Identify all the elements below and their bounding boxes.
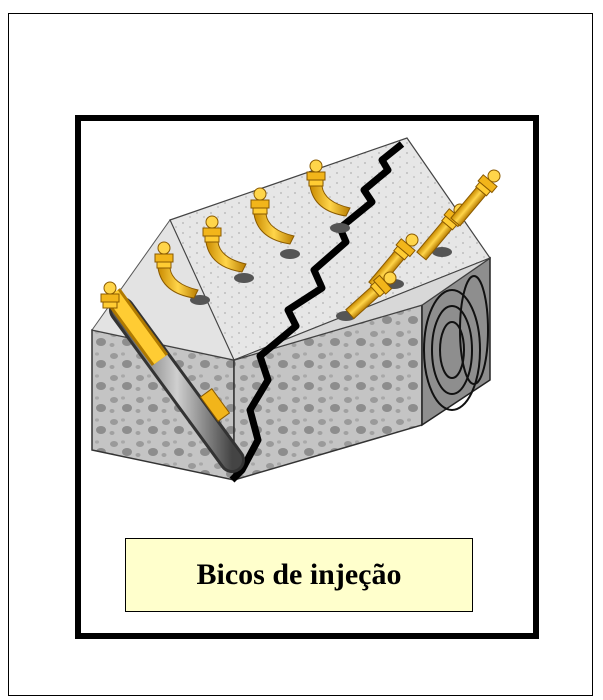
- injection-nozzle-icon: [100, 159, 501, 320]
- crack-icon: [229, 141, 405, 483]
- injection-tube-icon: [103, 288, 245, 473]
- caption-box: Bicos de injeção: [125, 538, 473, 612]
- figure-caption: Bicos de injeção: [196, 558, 402, 591]
- concrete-crack-injection-illustration: [91, 137, 501, 483]
- side-rings: [423, 275, 489, 411]
